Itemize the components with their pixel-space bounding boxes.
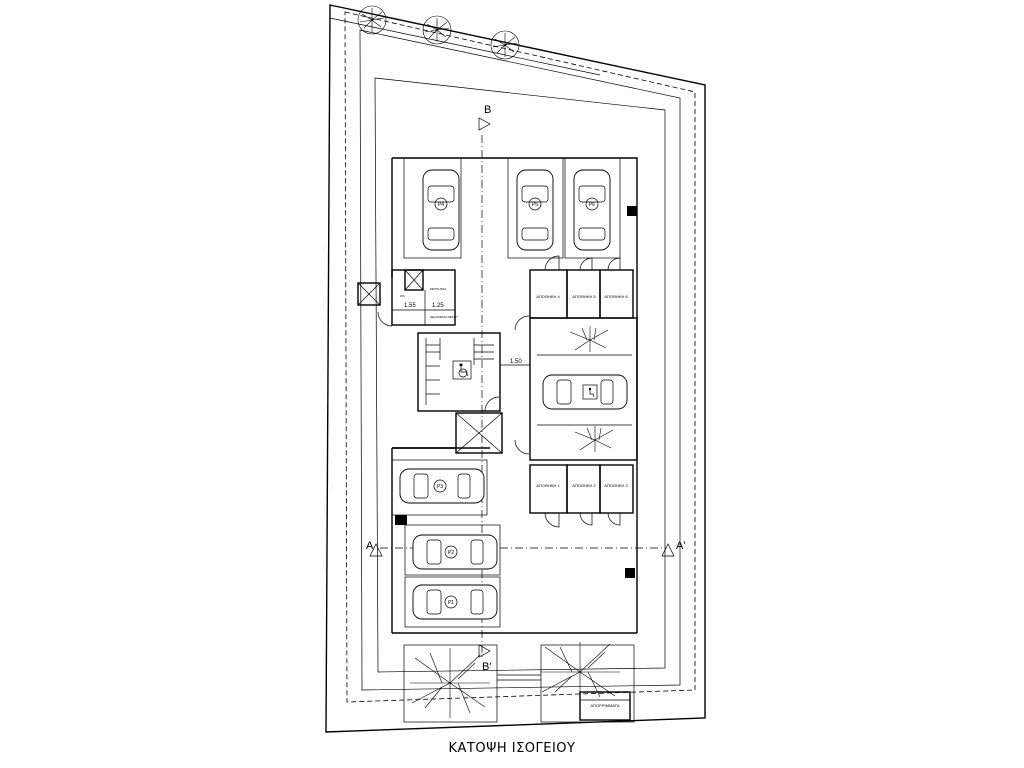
wc-label: WC [400,294,406,298]
storage-label: ΑΠΟΘΗΚΗ 4 [536,294,560,299]
section-marker-a-right [661,543,675,557]
parking-label: P1 [448,600,454,606]
shaft [404,269,424,291]
elevator [455,412,503,454]
refuse-store [579,691,631,721]
parking-bay [403,157,462,259]
tree-icon [490,30,520,60]
car-icon: P1 [412,584,498,620]
setback-line [359,29,681,691]
garden-bed [540,644,635,723]
storage-label: ΑΠΟΘΗΚΗ 2 [572,483,596,488]
parking-label: P5 [532,202,538,208]
car-icon: P5 [516,169,554,251]
parking-label: P3 [437,484,443,490]
tree-icon [574,426,614,452]
storage-room [599,464,634,514]
courtyard [529,317,638,461]
building-line [374,77,666,673]
section-marker-b-top [478,117,491,131]
plot-offset-line [344,11,696,703]
wall-column [625,568,635,578]
stairwell [417,332,501,412]
storage-room [566,464,601,514]
meters-room [357,282,381,306]
wheelchair-icon [452,360,472,380]
dimension-label: 1.25 [432,303,444,309]
refuse-label: ΑΠΟΡΡΙΜΜΑΤΑ [591,703,620,708]
drawing-title: ΚΑΤΟΨΗ ΙΣΟΓΕΙΟΥ [448,741,576,756]
parking-label: P2 [448,550,454,556]
tree-icon [540,642,620,698]
storage-label: ΑΠΟΘΗΚΗ 3 [604,483,628,488]
storage-label: ΑΠΟΘΗΚΗ 1 [536,483,560,488]
road-line [329,17,601,76]
car-icon [542,374,628,410]
parking-label: P6 [589,202,595,208]
storage-room [529,464,568,514]
car-icon: P3 [399,468,485,504]
tree-icon [357,5,387,35]
tree-icon [422,15,452,45]
wall-column [627,206,637,216]
tree-icon [569,326,609,352]
plot-boundary [325,4,706,733]
section-label-a-right: A' [676,540,685,552]
car-icon: P6 [573,169,611,251]
tree-icon [410,648,490,718]
meters-label: ΜΕΤΡΗΤΕΣ [430,287,446,291]
section-marker-a-left [369,543,383,557]
car-icon: P4 [422,169,460,251]
stair-treads [425,338,494,405]
storage-label: ΑΠΟΘΗΚΗ 5 [572,294,596,299]
parking-label: P4 [438,202,444,208]
wall-column [395,515,407,525]
section-label-a-left: A [366,540,374,552]
parking-bay [404,576,501,628]
tank-label: ΔΕΞΑΜΕΝΗ ΝΕΡΟΥ [430,315,458,319]
building-outline [392,157,638,633]
section-marker-b-bottom [478,644,491,658]
dimension-label: 1.50 [510,359,522,365]
section-label-b-bottom: B' [482,661,491,673]
car-icon: P2 [412,534,498,570]
parking-bay [564,157,621,259]
storage-label: ΑΠΟΘΗΚΗ 6 [604,294,628,299]
garden-bed [403,644,498,723]
section-label-b-top: B [484,104,491,116]
parking-bay [391,459,488,516]
dimension-label: 1.55 [404,303,416,309]
parking-bay [507,157,564,259]
parking-bay [404,524,501,576]
